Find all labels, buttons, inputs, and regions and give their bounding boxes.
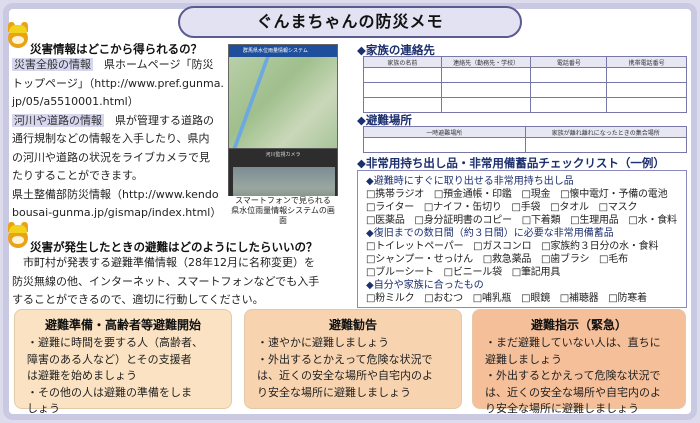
info-heading: 災害情報はどこから得られるの？ [30, 42, 203, 56]
info-line: bousai-gunma.jp/gismap/index.html） [12, 206, 222, 219]
contacts-heading: ◆家族の連絡先 [357, 43, 435, 57]
info-line: 災害全般の情報 県ホームページ「防災 [12, 58, 214, 71]
checklist-line: □医薬品 □身分証明書のコピー □下着類 □生理用品 □水・食料 [366, 215, 677, 226]
checklist-line: □トイレットペーパー □ガスコンロ □家族約３日分の水・食料 [366, 241, 659, 252]
info-highlight: 災害全般の情報 [12, 58, 93, 71]
page-title: ぐんまちゃんの防災メモ [178, 6, 522, 38]
shelter-heading: ◆避難場所 [357, 113, 412, 127]
info-highlight: 河川や道路の情報 [12, 113, 104, 127]
card-title: 避難勧告 [328, 318, 377, 332]
card-body: ・まだ避難していない人は、直ちに 避難しましょう ・外出するとかえって危険な状況… [485, 336, 661, 415]
shelter-col: 一時避難場所 [363, 126, 526, 138]
checklist-line: □シャンプー・せっけん □救急薬品 □歯ブラシ □毛布 [366, 254, 628, 265]
contacts-table: 家族の名前 連絡先（勤務先・学校） 電話番号 携帯電話番号 [363, 56, 687, 113]
card-evac-prep: 避難準備・高齢者等避難開始 ・避難に時間を要する人（高齢者、 障害のある人など）… [14, 309, 232, 415]
checklist-group-title: ◆自分や家族に合ったもの [366, 280, 484, 291]
card-evac-order: 避難指示（緊急） ・まだ避難していない人は、直ちに 避難しましょう ・外出すると… [472, 309, 686, 415]
contacts-col: 電話番号 [530, 56, 608, 68]
shelter-table: 一時避難場所 家族が離れ離れになったときの集合場所 [363, 126, 687, 153]
info-line: の河川や道路の状況をライブカメラで見 [12, 150, 210, 164]
contacts-col: 携帯電話番号 [606, 56, 687, 68]
contacts-col: 家族の名前 [363, 56, 442, 68]
evac-body: 市町村が発表する避難準備情報（28年12月に名称変更）を 防災無線の他、インター… [12, 256, 320, 306]
camera-label: 河川監視カメラ [265, 152, 301, 158]
card-body: ・速やかに避難しましょう ・外出するとかえって危険な状況で は、近くの安全な場所… [257, 336, 433, 399]
contacts-row [363, 82, 687, 98]
checklist-box [357, 170, 687, 308]
info-line: 河川や道路の情報 県が管理する道路の [12, 113, 214, 127]
shelter-row [363, 137, 687, 153]
info-line: 県土整備部防災情報（http://www.kendo [12, 187, 219, 201]
checklist-line: □粉ミルク □おむつ □哺乳瓶 □眼鏡 □補聴器 □防寒着 [366, 293, 647, 304]
card-body: ・避難に時間を要する人（高齢者、 障害のある人など）とその支援者 は避難を始めま… [27, 336, 203, 415]
card-title: 避難指示（緊急） [530, 318, 627, 332]
screenshot-app-title: 群馬県水位雨量情報システム [229, 45, 337, 57]
contacts-row [363, 97, 687, 113]
evac-heading: 災害が発生したときの避難はどのようにしたらいいの？ [30, 240, 318, 254]
screenshot-map [229, 57, 337, 149]
checklist-group-title: ◆避難時にすぐに取り出せる非常用持ち出し品 [366, 176, 574, 187]
contacts-col: 連絡先（勤務先・学校） [440, 56, 532, 68]
checklist-line: □ブルーシート □ビニール袋 □筆記用具 [366, 267, 561, 278]
mascot-icon [6, 22, 30, 52]
info-body: 災害全般の情報 県ホームページ「防災 トップページ」（http://www.pr… [12, 56, 228, 223]
info-line: 通行規制などの情報を入手したり、県内 [12, 132, 210, 145]
shelter-col: 家族が離れ離れになったときの集合場所 [524, 126, 687, 138]
checklist-heading: ◆非常用持ち出し品・非常用備蓄品チェックリスト（一例） [357, 156, 665, 170]
info-line: たりすることができます。 [12, 169, 143, 182]
mascot-icon [6, 222, 30, 252]
screenshot-caption: スマートフォンで見られる 県水位雨量情報システムの画面 [228, 196, 338, 226]
system-screenshot: 群馬県水位雨量情報システム [228, 44, 338, 160]
card-evac-advisory: 避難勧告 ・速やかに避難しましょう ・外出するとかえって危険な状況で は、近くの… [244, 309, 462, 409]
checklist-line: □ライター □ナイフ・缶切り □手袋 □タオル □マスク [366, 202, 638, 213]
checklist-group-title: ◆復旧までの数日間（約３日間）に必要な非常用備蓄品 [366, 228, 614, 239]
card-title: 避難準備・高齢者等避難開始 [44, 318, 201, 332]
contacts-row [363, 67, 687, 83]
checklist-line: □携帯ラジオ □預金通帳・印鑑 □現金 □懐中電灯・予備の電池 [366, 189, 668, 200]
info-line: トップページ」（http://www.pref.gunma. [12, 76, 224, 90]
info-line: jp/05/a5510001.html） [12, 95, 139, 108]
